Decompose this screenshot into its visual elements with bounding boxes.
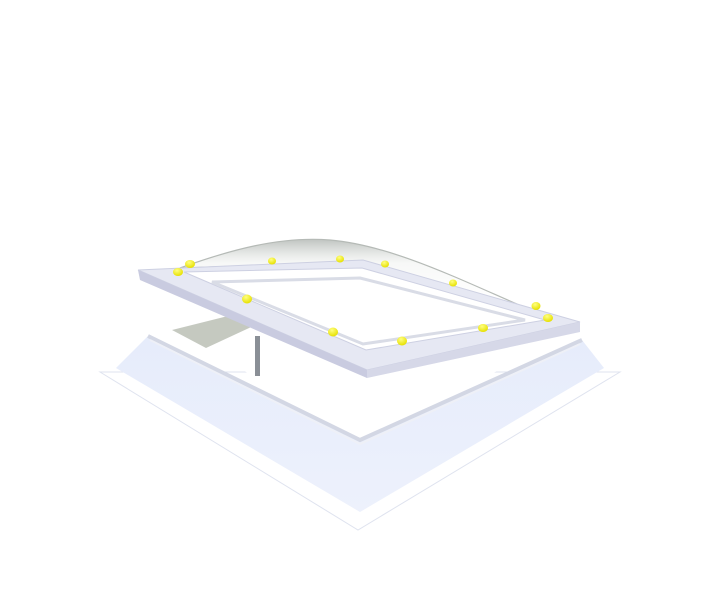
- fixing-cap: [478, 324, 488, 332]
- fixing-cap: [543, 314, 553, 322]
- fixing-cap: [531, 302, 541, 310]
- opening-shadow: [172, 316, 262, 348]
- fixing-cap: [173, 268, 183, 276]
- fixing-caps: [173, 255, 553, 346]
- opening-strut: [255, 336, 260, 376]
- lid-frame-front-left: [138, 270, 367, 378]
- fixing-cap: [397, 336, 407, 346]
- lid-frame-front-right: [367, 322, 580, 378]
- fixing-cap: [185, 260, 195, 268]
- fixing-cap: [328, 327, 338, 337]
- upstand-edge: [147, 334, 583, 443]
- fixing-cap: [336, 255, 344, 263]
- fixing-cap: [242, 294, 252, 304]
- fixing-cap: [381, 260, 389, 268]
- fixing-cap: [268, 257, 276, 265]
- upstand-edge-highlight: [149, 339, 581, 446]
- lid-glazing-opening: [211, 276, 526, 346]
- fixing-cap: [449, 279, 457, 287]
